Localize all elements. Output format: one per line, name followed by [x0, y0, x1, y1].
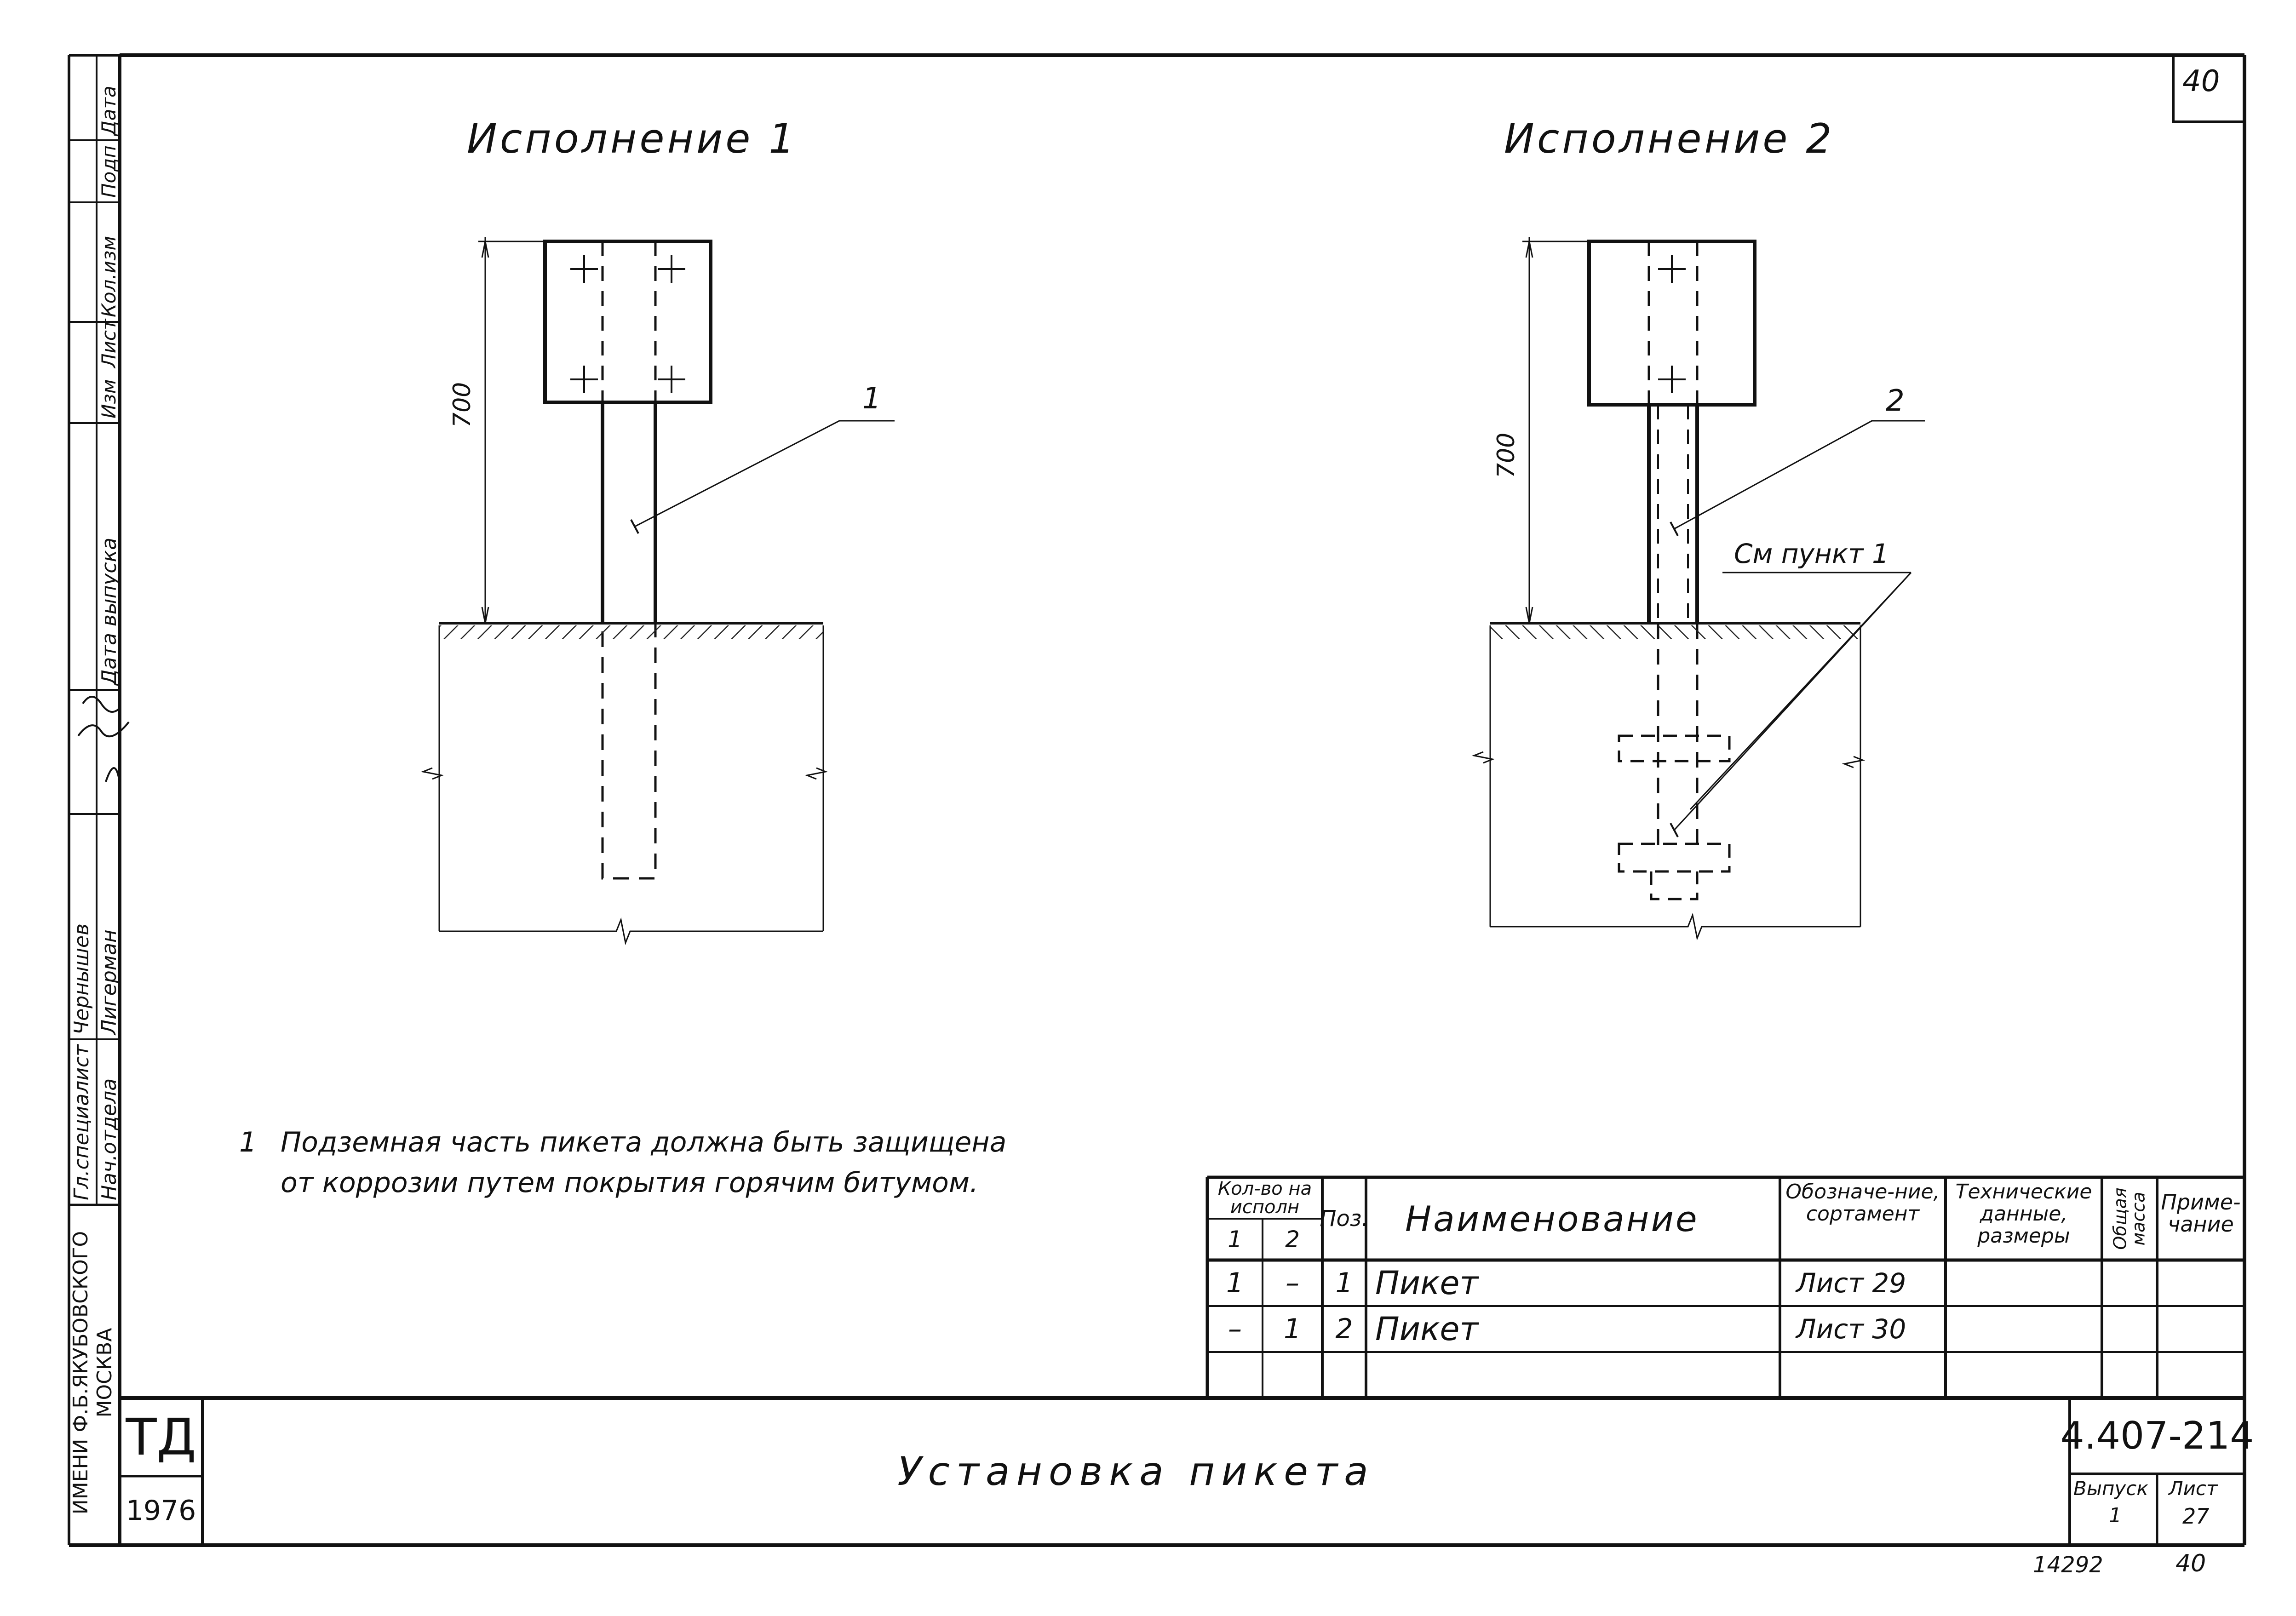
header-tech: Технические данные, размеры	[1955, 1180, 2092, 1248]
side-strip-name-1: Чернышев	[70, 923, 93, 1035]
title-block-lines	[120, 1396, 2244, 1545]
view-2-drawing	[1471, 237, 1925, 941]
row-2-name: Пикет	[1375, 1310, 1479, 1348]
row-2-designation: Лист 30	[1796, 1313, 1906, 1345]
note-number: 1	[239, 1126, 257, 1158]
signature	[77, 696, 130, 782]
header-mass-text: Общая масса	[2110, 1187, 2149, 1250]
side-strip-lines	[68, 54, 120, 1545]
row-1-name: Пикет	[1375, 1264, 1479, 1302]
view-2-leader-label: 2	[1886, 384, 1905, 418]
row-2-pos: 2	[1335, 1313, 1353, 1345]
header-remark: Приме-чание	[2161, 1190, 2241, 1237]
row-1-pos: 1	[1335, 1267, 1353, 1299]
view-1-leader-label: 1	[862, 382, 881, 416]
row-2-qty2: 1	[1283, 1313, 1302, 1345]
side-strip-data: Дата	[98, 86, 120, 136]
inventory-number: 14292	[2033, 1552, 2103, 1578]
sheet-frame	[69, 53, 2246, 1547]
side-strip-role-2: Нач.отдела	[98, 1078, 121, 1200]
view-1-drawing	[420, 237, 895, 946]
row-1-qty1: 1	[1226, 1267, 1244, 1299]
header-qty-1: 1	[1228, 1226, 1242, 1253]
issue-label: Выпуск	[2073, 1477, 2148, 1500]
header-designation: Обозначе-ние, сортамент	[1785, 1180, 1940, 1226]
view-2-dimension: 700	[1492, 432, 1520, 478]
view-2-callout: См пункт 1	[1734, 538, 1889, 569]
sheet-value: 27	[2182, 1504, 2210, 1529]
issue-value: 1	[2109, 1504, 2122, 1527]
title-block-year: 1976	[126, 1495, 196, 1527]
note-text: Подземная часть пикета должна быть защищ…	[281, 1126, 1007, 1199]
sheet-number-top: 40	[2182, 64, 2220, 98]
row-2-qty1: –	[1228, 1313, 1242, 1345]
view-1-dimension: 700	[448, 382, 476, 428]
side-strip-date-release: Дата выпуска	[98, 537, 121, 685]
title-block-logo: ТД	[126, 1408, 196, 1467]
view-2-title: Исполнение 2	[1504, 115, 1835, 162]
header-name: Наименование	[1405, 1198, 1699, 1239]
side-strip-podp: Подп	[98, 145, 120, 198]
side-strip-izm: Изм	[98, 379, 120, 418]
header-pos: Поз.	[1320, 1206, 1369, 1232]
row-1-designation: Лист 29	[1796, 1267, 1906, 1299]
view-1-title: Исполнение 1	[467, 115, 798, 162]
side-strip-org: ИМЕНИ Ф.Б.ЯКУБОВСКОГО МОСКВА	[69, 1231, 116, 1515]
header-mass: Общая масса	[2102, 1177, 2157, 1260]
spec-table-lines	[1205, 1175, 2244, 1398]
side-strip-list: Лист	[98, 319, 120, 368]
row-1-qty2: –	[1286, 1267, 1299, 1299]
footer-page: 40	[2175, 1550, 2206, 1577]
sheet-label: Лист	[2169, 1477, 2218, 1500]
side-strip-kol: Кол.изм	[98, 235, 120, 317]
drawing-title: Установка пикета	[897, 1449, 1375, 1495]
header-qty-2: 2	[1285, 1226, 1300, 1253]
side-strip-role-1: Гл.специалист	[70, 1044, 93, 1200]
side-strip-name-2: Лигерман	[98, 929, 121, 1035]
drawing-code: 4.407-214	[2060, 1414, 2254, 1458]
header-qty: Кол-во на исполн	[1217, 1178, 1312, 1218]
